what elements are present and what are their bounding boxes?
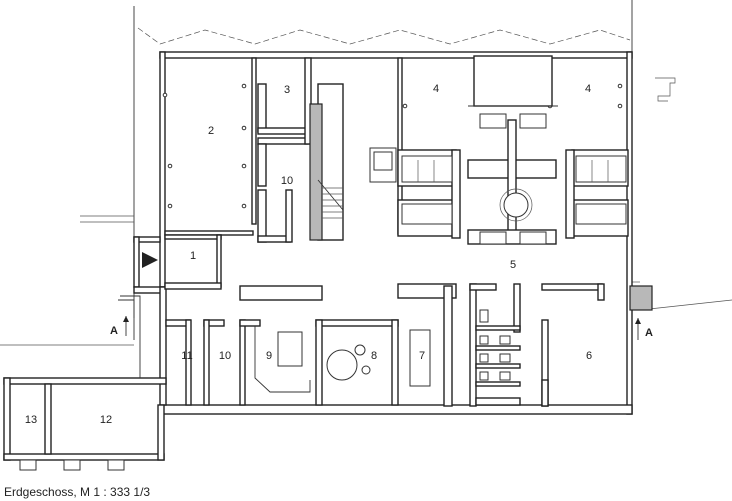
room-label: 2: [208, 125, 214, 137]
room-label: 3: [284, 84, 290, 96]
room-label: 4: [433, 83, 439, 95]
room-label: 4: [585, 83, 591, 95]
columns: [162, 83, 623, 209]
room-labels: 1 2 3 4 4 5 6 7 8 9 10 10 11 12 13: [25, 83, 592, 426]
room-label: 5: [510, 259, 516, 271]
room-label: 7: [419, 350, 425, 362]
foundation-pads: [19, 459, 125, 471]
canopy: [473, 55, 553, 107]
section-label-right: A: [645, 327, 653, 339]
room-label: 10: [219, 350, 231, 362]
room-label: 11: [181, 350, 192, 362]
plan-caption: Erdgeschoss, M 1 : 333 1/3: [4, 485, 151, 499]
furniture: [277, 113, 653, 387]
room-label: 8: [371, 350, 377, 362]
room-label: 9: [266, 350, 272, 362]
stair-treads: [322, 187, 343, 219]
section-marker-left: A: [110, 316, 129, 337]
room-label: 10: [281, 175, 293, 187]
entrance-arrow-icon: [142, 252, 158, 268]
room-label: 13: [25, 414, 37, 426]
room-label: 6: [586, 350, 592, 362]
interior-walls: [164, 57, 629, 407]
section-label-left: A: [110, 325, 118, 337]
section-marker-right: A: [635, 318, 653, 340]
room-label: 1: [190, 250, 196, 262]
room-label: 12: [100, 414, 112, 426]
